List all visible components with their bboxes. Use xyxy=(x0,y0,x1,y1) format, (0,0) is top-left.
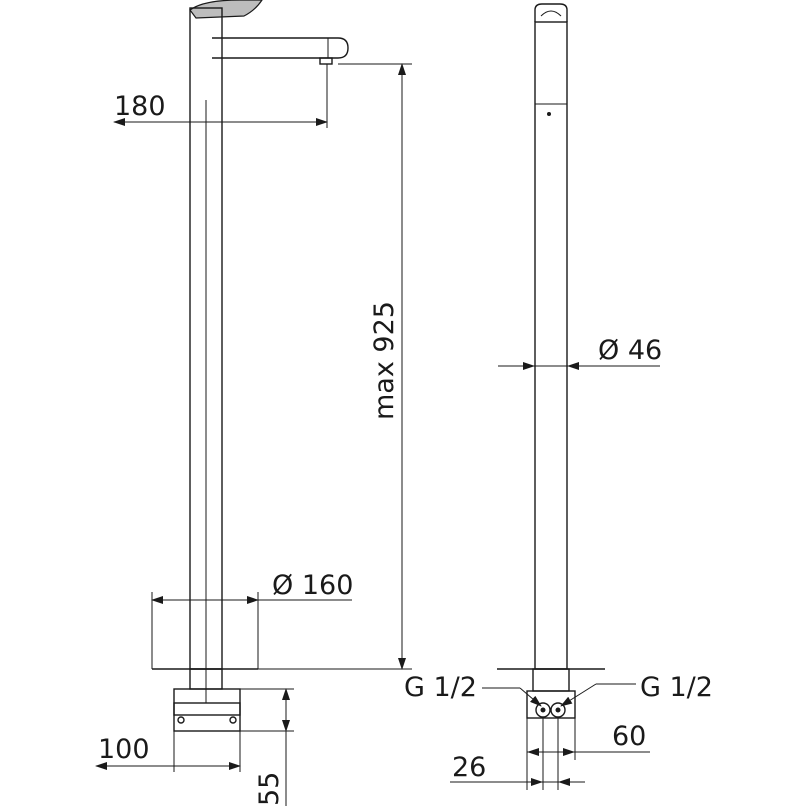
box-height-label: 55 xyxy=(254,772,285,806)
side-column xyxy=(534,21,568,670)
max-height-label: max 925 xyxy=(369,301,400,420)
side-view: Ø 46 G 1/2 G 1/2 60 26 xyxy=(404,3,713,790)
screw-left xyxy=(177,716,185,724)
mounting-box xyxy=(173,688,241,732)
column-diameter-label: Ø 46 xyxy=(598,335,662,366)
aerator xyxy=(319,57,333,65)
handle xyxy=(189,0,263,19)
inlet-spacing-label: 26 xyxy=(452,752,486,783)
side-handle xyxy=(534,3,568,22)
side-handle-cap xyxy=(540,10,562,17)
side-box xyxy=(526,690,576,719)
inlet-right-label: G 1/2 xyxy=(640,672,713,703)
screw-right xyxy=(229,716,237,724)
mounting-box-plate xyxy=(173,702,241,716)
inlet-left-label: G 1/2 xyxy=(404,672,477,703)
spout-reach-label: 180 xyxy=(114,91,166,122)
spout xyxy=(212,37,349,59)
box-depth-label: 60 xyxy=(612,721,646,752)
side-column-dot xyxy=(547,112,551,116)
box-width-label: 100 xyxy=(98,734,150,765)
side-connector xyxy=(532,668,570,692)
front-view: 180 max 925 Ø 160 100 55 xyxy=(95,0,412,806)
base-diameter-label: Ø 160 xyxy=(272,570,353,601)
